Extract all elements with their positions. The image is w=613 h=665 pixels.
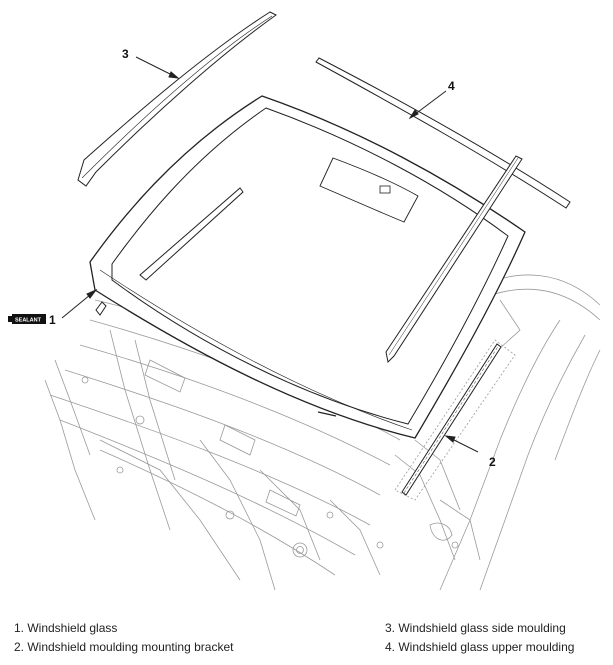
windshield-glass	[89, 95, 526, 439]
windshield-moulding-mounting-bracket	[401, 343, 502, 496]
windshield-glass-side-moulding	[77, 11, 277, 187]
vehicle-body-frame	[44, 274, 601, 591]
glass-left-moulding	[95, 187, 244, 316]
legend-item-1: 1. Windshield glass	[14, 621, 118, 635]
callout-2: 2	[489, 455, 496, 469]
callout-4: 4	[448, 79, 455, 93]
sealant-label: SEALANT	[15, 318, 42, 324]
legend-item-2: 2. Windshield moulding mounting bracket	[14, 640, 234, 654]
callout-1: 1	[49, 313, 56, 327]
callout-3: 3	[122, 47, 129, 61]
legend-right-column: 3. Windshield glass side moulding 4. Win…	[385, 619, 574, 657]
glass-right-moulding	[385, 155, 523, 364]
legend-item-4: 4. Windshield glass upper moulding	[385, 640, 575, 654]
legend-left-column: 1. Windshield glass 2. Windshield mouldi…	[14, 619, 233, 657]
sealant-icon: SEALANT	[8, 314, 46, 324]
leader-lines	[61, 56, 479, 453]
legend-item-3: 3. Windshield glass side moulding	[385, 621, 566, 635]
windshield-exploded-diagram: SEALANT 1 2 3 4	[8, 11, 601, 591]
